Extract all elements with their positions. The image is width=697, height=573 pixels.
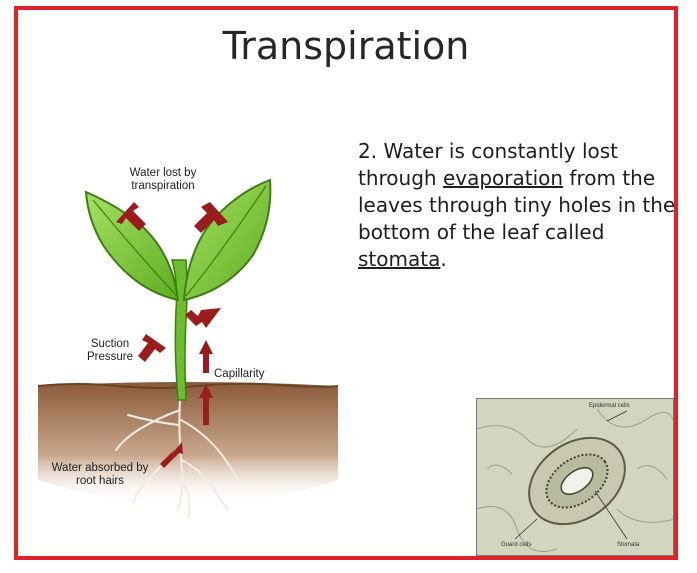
point-text-3: from the (563, 166, 655, 190)
slide-title: Transpiration (18, 24, 674, 68)
label-water-absorbed: Water absorbed by root hairs (50, 462, 150, 488)
evaporation-link[interactable]: evaporation (443, 166, 563, 190)
point-text-1: Water is constantly lost (377, 139, 618, 163)
point-text-6: . (440, 247, 446, 271)
stomata-link[interactable]: stomata (358, 247, 440, 271)
point-number: 2. (358, 139, 377, 163)
slide-frame: Transpiration 2. Water is constantly los… (14, 6, 678, 560)
micro-label-bottom-left: Guard cells (501, 542, 531, 548)
label-water-lost: Water lost by transpiration (118, 167, 208, 193)
slide-body-text: 2. Water is constantly lost through evap… (358, 138, 688, 273)
micrograph-image (477, 399, 674, 556)
plant-diagram: Water lost by transpiration Suction Pres… (38, 150, 338, 535)
micro-label-bottom-right: Stomata (617, 542, 639, 548)
point-text-4: leaves through tiny holes in the (358, 193, 675, 217)
label-capillarity: Capillarity (214, 368, 284, 381)
point-text-2: through (358, 166, 443, 190)
stomata-micrograph: Epidermal cells Guard cells Stomata (476, 398, 674, 556)
label-suction-pressure: Suction Pressure (80, 338, 140, 364)
micro-label-top: Epidermal cells (589, 403, 630, 409)
point-text-5: bottom of the leaf called (358, 220, 604, 244)
